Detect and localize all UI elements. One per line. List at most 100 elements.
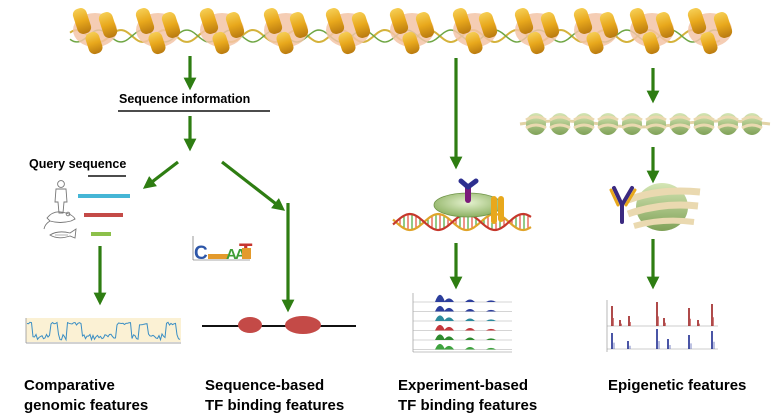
histone-tail [161,12,181,38]
chip-peak [444,336,454,340]
zebrafish-silhouette-icon [49,228,77,239]
histone-tail [573,8,593,34]
histone-tail [713,12,733,38]
chip-peak [486,300,496,302]
histone-tail [478,12,498,38]
nucleosome-wrap [573,115,595,122]
nucleosome-wrap [693,115,715,122]
caption-sequence-based: Sequence-based TF binding features [205,376,344,416]
chip-peak [444,345,454,350]
caption-experiment-based-line1: Experiment-based [398,377,529,394]
conservation-score-line [26,321,181,342]
histone-tail [263,8,283,34]
nucleosome-wrap [525,115,547,122]
flow-arrows [93,56,660,313]
nucleosome-wrap [717,123,739,130]
chip-peak [444,326,454,331]
helix-backbone-a [392,212,532,232]
nucleosome-wrap [573,123,595,130]
chip-peak [444,317,454,321]
mouse-silhouette-icon [43,211,76,230]
chip-peak [465,299,475,302]
histone-tail [514,8,534,34]
chip-peak [435,343,445,350]
chip-peak [435,294,445,302]
histone-tail [98,12,118,38]
caption-epigenetic-line1: Epigenetic features [608,377,747,394]
chip-peak [444,307,454,312]
histone-tail [389,8,409,34]
caption-sequence-based-line1: Sequence-based [205,377,325,394]
histone-tail [148,31,166,55]
chip-peak [486,309,496,312]
nucleosome-wrap [669,123,691,130]
arrow-to-motif [221,160,286,211]
sequence-information-label: Sequence information [119,92,251,106]
histone-tail [402,31,420,55]
nucleosome-wrap [717,115,739,122]
query-sequence-label: Query sequence [29,157,127,171]
logo-letter-stack [242,248,251,259]
histone-tail [599,12,619,38]
histone-tail [338,31,356,55]
mouse-query-bar [84,213,123,217]
caption-comparative-line2: genomic features [24,397,149,414]
histone-tail [212,31,230,55]
caption-epigenetic: Epigenetic features [608,376,746,396]
logo-letter-small [208,254,228,259]
nucleosome-wrap [549,115,571,122]
chip-peak [465,327,475,331]
caption-experiment-based-line2: TF binding features [398,397,538,414]
nucleosome-wrap [597,115,619,122]
chip-peak [486,319,496,321]
chip-peak [465,318,475,321]
chip-peak [486,328,496,331]
histone-tail [452,8,472,34]
nucleosome-wrap [621,123,643,130]
human-query-bar [78,194,130,198]
nucleosome-wrap [549,123,571,130]
nucleosome-wrap [693,123,715,130]
histone-tail [540,12,560,38]
histone-tail [642,31,660,55]
transcription-factor-icon [491,196,504,224]
histone-tail [629,8,649,34]
fish-query-bar [91,232,111,236]
nucleosome-wrap [645,123,667,130]
chip-peak [465,337,475,340]
histone-tail [72,8,92,34]
nucleosome-wrap [597,123,619,130]
nucleosome-wrap [645,115,667,122]
conservation-track [25,318,181,344]
histone-tail [85,31,103,55]
histone-tail [135,8,155,34]
histone-tail [289,12,309,38]
nucleosome-wrap [525,123,547,130]
chip-peak [486,347,496,350]
histone-tail [325,8,345,34]
histone-tail [415,12,435,38]
chromatin-fiber [69,8,733,55]
nucleosome-wrap [741,115,763,122]
histone-antibody-icon [609,186,637,224]
chip-peak [435,305,445,312]
caption-sequence-based-line2: TF binding features [205,397,345,414]
histone-tail [586,31,604,55]
logo-letter-a2: A [235,246,246,263]
histone-tail [351,12,371,38]
logo-letter-a1: A [226,246,237,263]
chip-peak [435,334,445,340]
nucleosome-array [519,113,771,135]
caption-comparative: Comparative genomic features [24,376,148,416]
motif-logo: C A A T [192,236,253,264]
histone-tail [700,31,718,55]
chip-experiment [392,178,532,232]
chip-seq-tracks [412,293,512,353]
chip-peak [486,338,496,340]
logo-letter-c: C [194,243,208,264]
antibody-icon [458,178,479,203]
histone-tail [199,8,219,34]
binding-site-1 [238,317,262,333]
histone-tail [655,12,675,38]
